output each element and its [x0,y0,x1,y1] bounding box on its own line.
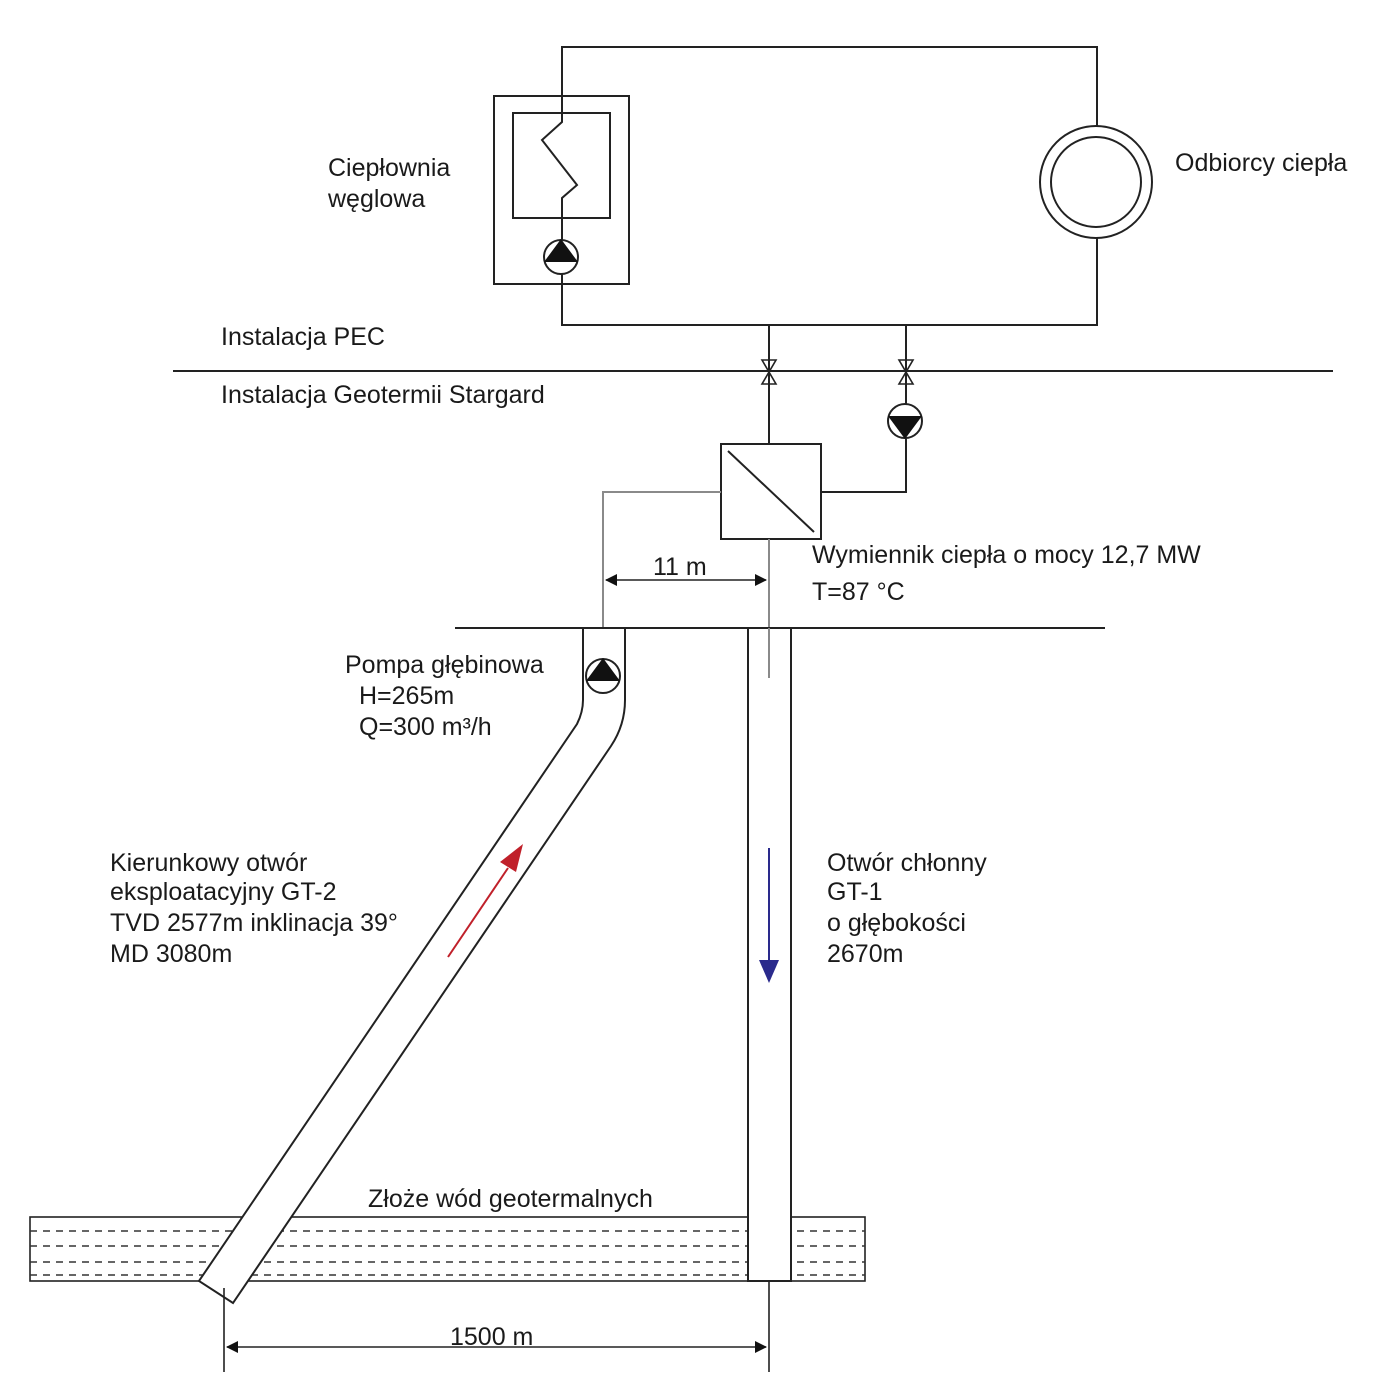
geothermal-reservoir-layer [29,1216,866,1282]
dimension-1500m [223,1281,770,1372]
deep-pump-label: H=265m [359,682,454,710]
injection-well-label: 2670m [827,940,903,968]
district-heating-loop [561,46,1098,326]
heat-consumers-label: Odbiorcy ciepła [1175,149,1347,177]
deep-pump-label: Q=300 m³/h [359,713,492,741]
connection-pipes [760,325,923,493]
coal-plant-label: Ciepłownia [328,154,450,182]
distance-long-label: 1500 m [450,1323,533,1351]
production-well-label: TVD 2577m inklinacja 39° [110,909,398,937]
injection-well-label: o głębokości [827,909,966,937]
installation-pec-label: Instalacja PEC [221,323,385,351]
geothermal-pipes [602,491,770,678]
injection-well-label: GT-1 [827,878,883,906]
heat-exchanger [720,443,822,540]
production-well-label: Kierunkowy otwór [110,849,307,877]
heat-exchanger-label: T=87 °C [812,578,905,606]
coal-heating-plant [493,95,630,285]
deep-pump-label: Pompa głębinowa [345,651,544,679]
installation-geothermal-label: Instalacja Geotermii Stargard [221,381,545,409]
upflow-arrow [447,844,523,958]
valve-icon [897,359,915,385]
valve-icon [760,359,778,385]
production-well-label: MD 3080m [110,940,232,968]
production-well-gt2 [197,627,626,1305]
reservoir-label: Złoże wód geotermalnych [368,1185,653,1213]
downflow-arrow [759,848,779,983]
heater-coil-icon [540,113,579,218]
coal-plant-label: węglowa [327,185,425,213]
heat-consumers-symbol [1039,125,1153,239]
heat-exchanger-label: Wymiennik ciepła o mocy 12,7 MW [812,541,1201,569]
injection-well-label: Otwór chłonny [827,849,987,877]
production-well-label: eksploatacyjny GT-2 [110,878,337,906]
distance-short-label: 11 m [653,553,707,581]
